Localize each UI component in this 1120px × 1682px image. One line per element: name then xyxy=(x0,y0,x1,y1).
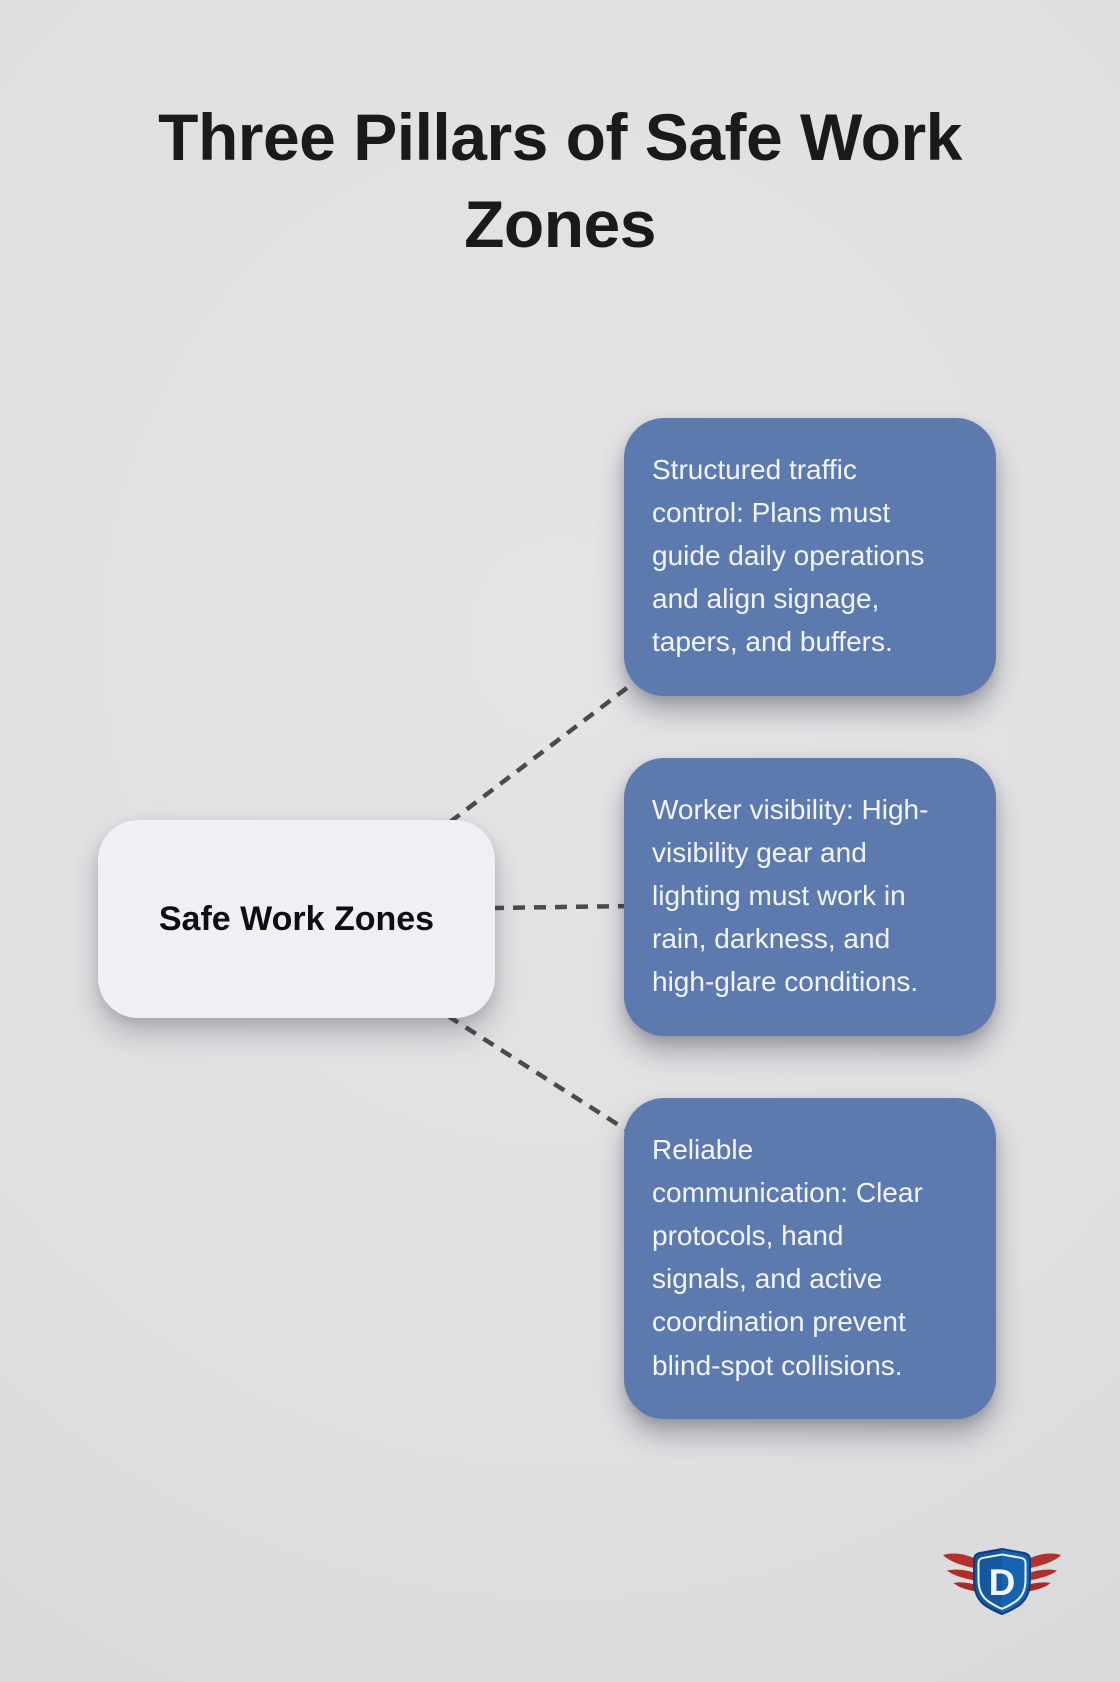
pillar-text: Structured traffic control: Plans must g… xyxy=(652,454,925,658)
pillar-box-traffic-control: Structured traffic control: Plans must g… xyxy=(624,418,996,696)
page-title: Three Pillars of Safe Work Zones xyxy=(158,100,962,262)
connector-line-middle xyxy=(491,903,633,911)
pillar-text: Worker visibility: High-visibility gear … xyxy=(652,794,929,998)
center-node: Safe Work Zones xyxy=(98,820,495,1018)
pillar-box-communication: Reliable communication: Clear protocols,… xyxy=(624,1098,996,1419)
logo-letter: D xyxy=(989,1562,1016,1603)
connector-line-top xyxy=(448,670,650,824)
pillar-text: Reliable communication: Clear protocols,… xyxy=(652,1134,923,1381)
center-node-label: Safe Work Zones xyxy=(158,899,435,938)
brand-logo: D xyxy=(940,1546,1064,1618)
connector-line-bottom xyxy=(446,1014,644,1142)
shield-icon: D xyxy=(973,1547,1031,1616)
pillar-box-worker-visibility: Worker visibility: High-visibility gear … xyxy=(624,758,996,1036)
